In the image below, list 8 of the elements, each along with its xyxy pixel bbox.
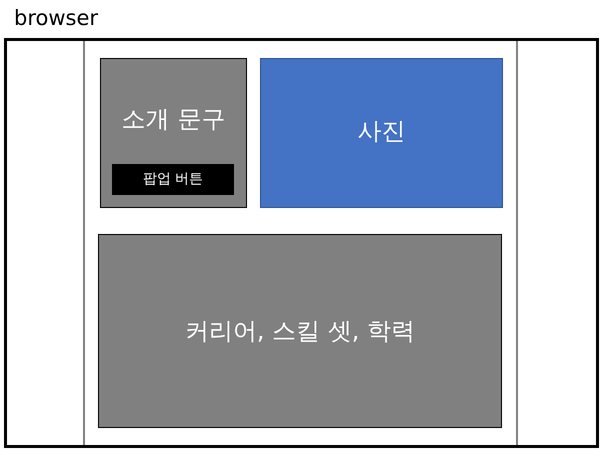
photo-panel: [260, 58, 503, 208]
panel-heading: 소개 문구: [120, 104, 226, 135]
intro-panel: [100, 58, 247, 208]
popup-button: 팝업 버튼: [112, 164, 234, 195]
career-panel: [98, 234, 502, 428]
window-title: browser: [14, 6, 98, 30]
panel-label: 사진: [356, 116, 406, 147]
panel-label: 커리어, 스킬 셋, 학력: [184, 316, 416, 347]
